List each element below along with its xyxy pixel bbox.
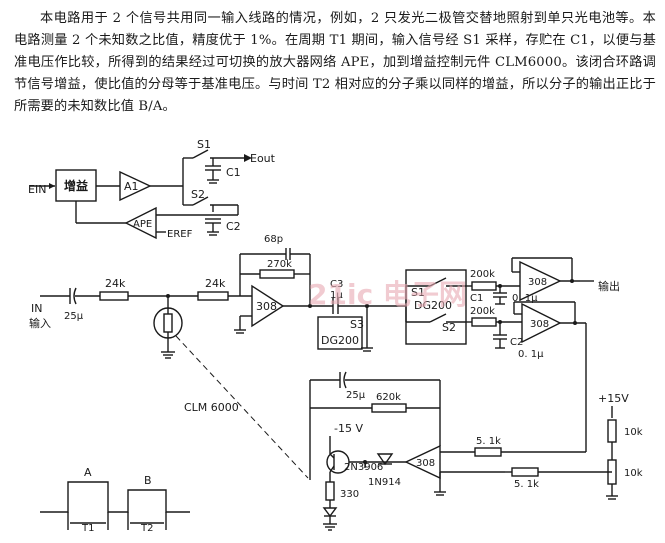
- opamp-out: [519, 260, 562, 302]
- gain-control-loop: 25μ 620k -15 V 2N3906 1N914 308 5. 1k 5.…: [175, 335, 643, 531]
- c-loop-label: 25μ: [346, 390, 366, 401]
- r-s2-label: 200k: [470, 306, 495, 317]
- opamp-1-label: 308: [256, 300, 277, 313]
- in-label-cn: 输入: [29, 316, 51, 330]
- r-5k1-a-label: 5. 1k: [476, 436, 501, 447]
- timing-diagram: A B T1 T2: [40, 466, 190, 534]
- diode-1n914: [376, 453, 394, 466]
- r-fb-label: 270k: [267, 259, 292, 270]
- diode-label: 1N914: [368, 477, 401, 488]
- r-330-resistor: [325, 481, 335, 501]
- c-in-label: 25μ: [64, 311, 84, 322]
- timing-t2: T2: [140, 523, 153, 534]
- opamp-ref: [521, 302, 562, 344]
- r1-label: 24k: [105, 277, 126, 290]
- amp-a1: [119, 170, 152, 202]
- watermark-logo: 21ic 电子网: [308, 278, 467, 311]
- switch-s3-label: S3: [350, 318, 364, 331]
- switch-s3-part: DG200: [321, 334, 359, 347]
- c-fb-label: 68p: [264, 234, 283, 245]
- switch-s2-label: S2: [191, 188, 205, 201]
- description-text: 本电路用于 2 个信号共用同一输入线路的情况，例如，2 只发光二极管交替地照射到…: [14, 11, 656, 114]
- opamp-1: [251, 284, 285, 328]
- c3-label: C3: [330, 279, 343, 290]
- r-fb-resistor: [259, 269, 295, 279]
- c2-value: 0. 1μ: [518, 349, 544, 360]
- eout-label: Eout: [250, 152, 276, 165]
- switch-s3-ic: [317, 316, 363, 350]
- r-s1-label: 200k: [470, 269, 495, 280]
- block-diagram: EIN 增益 A1 S1 Eout C1 S2 C2: [28, 138, 276, 240]
- c2-label: C2: [510, 337, 523, 348]
- opamp-ctrl-label: 308: [416, 458, 435, 469]
- c1-label: C1: [470, 293, 483, 304]
- clm6000-label: CLM 6000: [184, 401, 239, 414]
- r-5k1-a-resistor: [474, 447, 502, 457]
- photocell-resistor: [163, 313, 173, 333]
- r-s1-resistor: [471, 281, 497, 291]
- timing-t1: T1: [81, 523, 94, 534]
- in-label: IN: [31, 302, 42, 315]
- r-10k-a-resistor: [607, 419, 617, 443]
- timing-label-b: B: [144, 474, 152, 487]
- r-loop-label: 620k: [376, 392, 401, 403]
- r-loop-resistor: [371, 403, 407, 413]
- main-signal-chain: IN 输入 25μ 24k 24k 308 68p 270k: [29, 234, 620, 452]
- gain-block-label: 增益: [64, 178, 88, 193]
- r-10k-b-label: 10k: [624, 468, 643, 479]
- amp-ape: [124, 206, 157, 240]
- led-icon: [322, 507, 338, 518]
- r-5k1-b-label: 5. 1k: [514, 479, 539, 490]
- pos-supply-label: +15V: [598, 392, 629, 405]
- r-330-label: 330: [340, 489, 359, 500]
- r-10k-a-label: 10k: [624, 427, 643, 438]
- dual-part-label: DG200: [414, 299, 452, 312]
- switch-s1-label: S1: [197, 138, 211, 151]
- c2-block-label: C2: [226, 220, 241, 233]
- neg-supply-label: -15 V: [334, 422, 363, 435]
- opamp-ctrl: [404, 444, 441, 480]
- transistor-label: 2N3906: [344, 462, 383, 473]
- c1-block-label: C1: [226, 166, 241, 179]
- c1-value: 0. 1μ: [512, 293, 538, 304]
- opamp-ref-label: 308: [530, 319, 549, 330]
- r2-label: 24k: [205, 277, 226, 290]
- dual-s2-label: S2: [442, 321, 456, 334]
- c3-value: 1μ: [330, 290, 343, 301]
- amp-a1-label: A1: [124, 180, 139, 193]
- r2-resistor: [197, 291, 229, 301]
- eref-label: EREF: [167, 229, 193, 240]
- ein-label: EIN: [28, 183, 46, 196]
- opamp-out-label: 308: [528, 277, 547, 288]
- dual-s1-label: S1: [411, 286, 425, 299]
- r-s2-resistor: [471, 317, 497, 327]
- r1-resistor: [99, 291, 129, 301]
- r-5k1-b-resistor: [511, 467, 539, 477]
- output-label: 输出: [598, 279, 620, 293]
- description-paragraph: 本电路用于 2 个信号共用同一输入线路的情况，例如，2 只发光二极管交替地照射到…: [14, 8, 656, 118]
- timing-label-a: A: [84, 466, 92, 479]
- amp-ape-label: APE: [133, 219, 152, 230]
